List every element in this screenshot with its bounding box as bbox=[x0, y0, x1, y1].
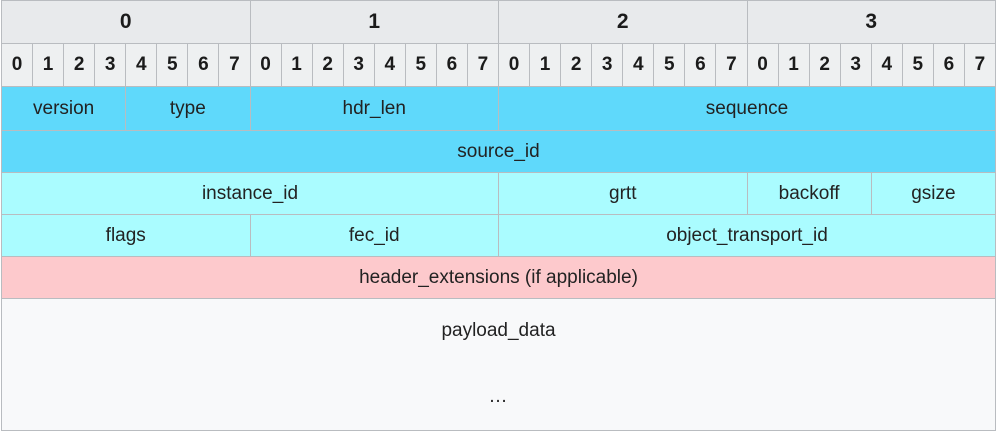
byte-index-cell-1: 1 bbox=[249, 0, 499, 44]
byte-index-cell-2: 2 bbox=[498, 0, 748, 44]
bit-index-cell-19: 3 bbox=[591, 43, 624, 87]
field-cell-type: type bbox=[125, 86, 251, 131]
bit-index-cell-12: 4 bbox=[373, 43, 406, 87]
field-cell-instance_id: instance_id bbox=[1, 172, 499, 215]
field-cell-fec_id: fec_id bbox=[249, 214, 499, 257]
field-cell-backoff: backoff bbox=[746, 172, 872, 215]
payload-continuation-ellipsis: … bbox=[488, 386, 509, 407]
bit-index-cell-29: 5 bbox=[901, 43, 934, 87]
bit-index-cell-26: 2 bbox=[808, 43, 841, 87]
payload-region: payload_data … bbox=[2, 299, 995, 430]
bit-index-cell-0: 0 bbox=[0, 43, 34, 87]
bit-index-cell-1: 1 bbox=[32, 43, 65, 87]
field-cell-sequence: sequence bbox=[498, 86, 996, 131]
field-cell-gsize: gsize bbox=[870, 172, 997, 215]
bit-index-cell-5: 5 bbox=[156, 43, 189, 87]
bit-index-cell-23: 7 bbox=[715, 43, 748, 87]
bit-index-cell-27: 3 bbox=[839, 43, 872, 87]
field-cell-hdr_len: hdr_len bbox=[249, 86, 499, 131]
bit-index-cell-30: 6 bbox=[932, 43, 965, 87]
field-cell-grtt: grtt bbox=[498, 172, 748, 215]
bit-index-cell-17: 1 bbox=[529, 43, 562, 87]
packet-field-row-2: source_id bbox=[1, 130, 996, 173]
bit-index-cell-9: 1 bbox=[280, 43, 313, 87]
bit-index-cell-18: 2 bbox=[560, 43, 593, 87]
bit-index-cell-16: 0 bbox=[497, 43, 531, 87]
bit-index-cell-21: 5 bbox=[653, 43, 686, 87]
field-cell-object_transport_id: object_transport_id bbox=[498, 214, 996, 257]
bit-index-cell-8: 0 bbox=[249, 43, 282, 87]
bit-index-cell-15: 7 bbox=[466, 43, 500, 87]
bit-index-cell-7: 7 bbox=[218, 43, 251, 87]
byte-index-cell-3: 3 bbox=[746, 0, 996, 44]
byte-index-cell-0: 0 bbox=[1, 0, 251, 44]
bit-index-cell-13: 5 bbox=[404, 43, 437, 87]
field-cell-payload_data: payload_data … bbox=[1, 298, 996, 431]
bit-index-cell-20: 4 bbox=[622, 43, 655, 87]
bit-index-cell-31: 7 bbox=[963, 43, 997, 87]
bit-index-cell-28: 4 bbox=[870, 43, 903, 87]
field-cell-version: version bbox=[0, 86, 127, 131]
bit-index-cell-22: 6 bbox=[684, 43, 717, 87]
packet-field-row-5: header_extensions (if applicable) bbox=[1, 256, 996, 299]
field-cell-header_extensions: header_extensions (if applicable) bbox=[1, 256, 996, 299]
bit-index-cell-3: 3 bbox=[94, 43, 127, 87]
payload-label: payload_data bbox=[441, 320, 556, 341]
bit-index-cell-2: 2 bbox=[63, 43, 96, 87]
bit-index-cell-14: 6 bbox=[435, 43, 468, 87]
packet-field-row-6: payload_data … bbox=[1, 298, 996, 431]
bit-index-cell-24: 0 bbox=[746, 43, 779, 87]
field-cell-flags: flags bbox=[1, 214, 251, 257]
bit-index-cell-25: 1 bbox=[777, 43, 810, 87]
bit-index-cell-6: 6 bbox=[187, 43, 220, 87]
field-cell-source_id: source_id bbox=[1, 130, 996, 173]
bit-index-cell-10: 2 bbox=[311, 43, 344, 87]
bit-index-cell-11: 3 bbox=[342, 43, 375, 87]
bit-index-cell-4: 4 bbox=[125, 43, 158, 87]
